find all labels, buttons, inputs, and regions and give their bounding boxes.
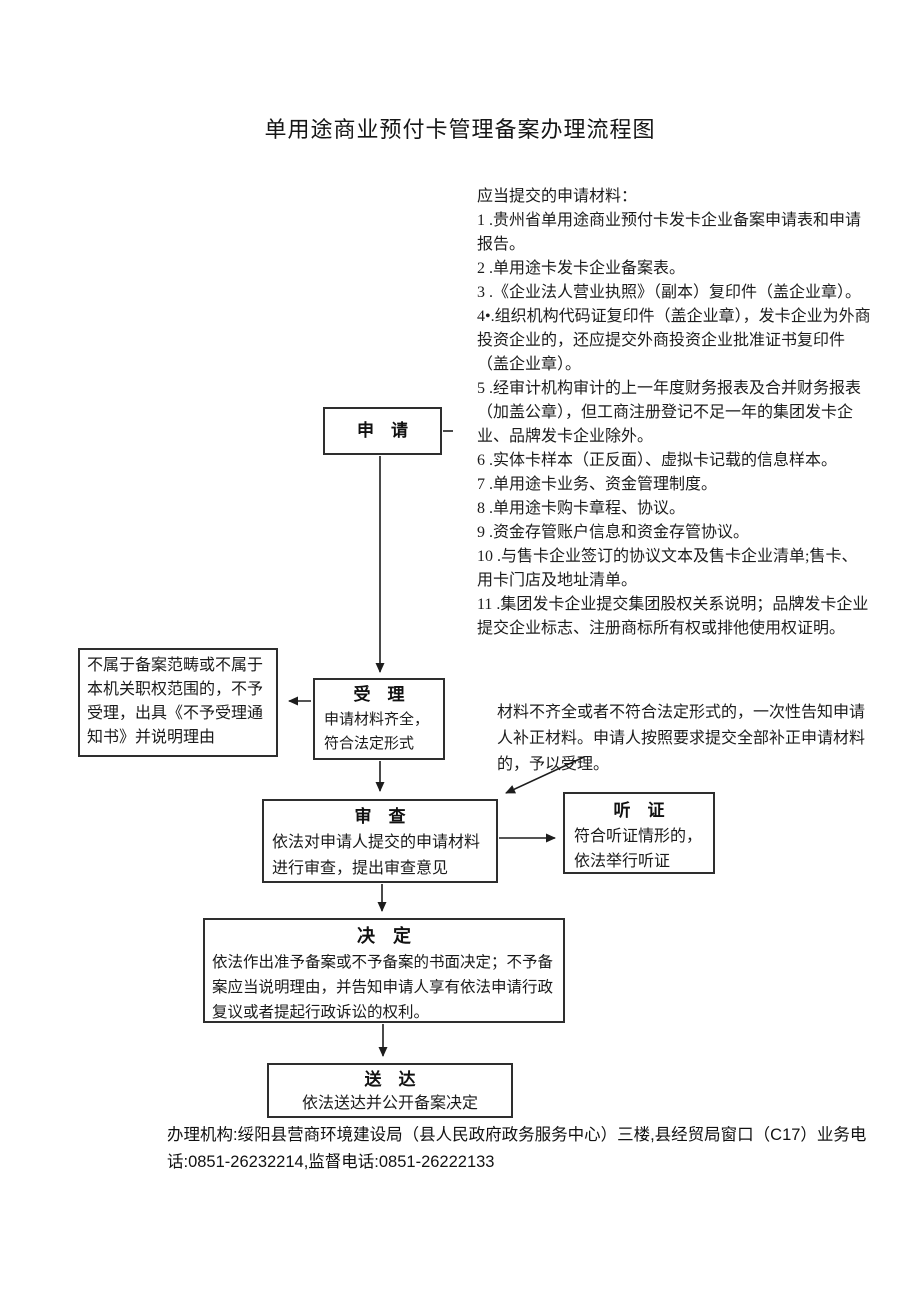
flow-box-hearing-title: 听 证: [613, 801, 665, 820]
supplement-note: 材料不齐全或者不符合法定形式的，一次性告知申请人补正材料。申请人按照要求提交全部…: [497, 704, 866, 773]
materials-item: 9 .资金存管账户信息和资金存管协议。: [477, 524, 750, 541]
flow-box-apply: 申 请: [323, 407, 442, 455]
materials-item: 11 .集团发卡企业提交集团股权关系说明；品牌发卡企业提交企业标志、注册商标所有…: [477, 596, 869, 637]
materials-item: 6 .实体卡样本（正反面）、虚拟卡记载的信息样本。: [477, 452, 838, 469]
flow-box-hearing-body: 符合听证情形的，依法举行听证: [574, 828, 703, 870]
flow-box-delivery: 送 达 依法送达并公开备案决定: [267, 1063, 513, 1118]
agency-contact-info: 办理机构:绥阳县营商环境建设局（县人民政府政务服务中心）三楼,县经贸局窗口（C1…: [167, 1126, 867, 1171]
flow-box-decision-body: 依法作出准予备案或不予备案的书面决定；不予备案应当说明理由，并告知申请人享有依法…: [212, 954, 554, 1021]
flow-box-review-body: 依法对申请人提交的申请材料进行审查，提出审查意见: [272, 834, 481, 877]
flow-box-delivery-title: 送 达: [364, 1070, 416, 1089]
flow-box-hearing: 听 证 符合听证情形的，依法举行听证: [563, 792, 715, 874]
materials-item: 1 .贵州省单用途商业预付卡发卡企业备案申请表和申请报告。: [477, 212, 862, 253]
materials-item: 7 .单用途卡业务、资金管理制度。: [477, 476, 718, 493]
flow-box-review: 审 查 依法对申请人提交的申请材料进行审查，提出审查意见: [262, 799, 498, 883]
flow-box-accept-body: 申请材料齐全，符合法定形式: [324, 712, 430, 752]
flow-box-decision: 决 定 依法作出准予备案或不予备案的书面决定；不予备案应当说明理由，并告知申请人…: [203, 918, 565, 1023]
materials-item: 10 .与售卡企业签订的协议文本及售卡企业清单;售卡、用卡门店及地址清单。: [477, 548, 858, 589]
flow-box-accept-title: 受 理: [353, 685, 405, 704]
page-title: 单用途商业预付卡管理备案办理流程图: [264, 117, 656, 142]
flow-box-apply-title: 申 请: [357, 421, 408, 440]
materials-item: 3 .《企业法人营业执照》（副本）复印件（盖企业章）。: [477, 284, 862, 301]
materials-item: 2 .单用途卡发卡企业备案表。: [477, 260, 686, 277]
materials-heading: 应当提交的申请材料：: [477, 188, 638, 205]
materials-item: 5 .经审计机构审计的上一年度财务报表及合并财务报表（加盖公章），但工商注册登记…: [477, 380, 862, 445]
materials-item: 8 .单用途卡购卡章程、协议。: [477, 500, 686, 517]
flow-box-reject-note: 不属于备案范畴或不属于本机关职权范围的，不予受理，出具《不予受理通知书》并说明理…: [78, 648, 278, 757]
flow-box-delivery-body: 依法送达并公开备案决定: [301, 1095, 478, 1112]
materials-list: 应当提交的申请材料： 1 .贵州省单用途商业预付卡发卡企业备案申请表和申请报告。…: [477, 185, 873, 641]
flow-box-decision-title: 决 定: [357, 926, 411, 946]
flow-box-reject-text: 不属于备案范畴或不属于本机关职权范围的，不予受理，出具《不予受理通知书》并说明理…: [87, 657, 264, 746]
flow-box-accept: 受 理 申请材料齐全，符合法定形式: [313, 678, 445, 760]
flow-box-review-title: 审 查: [354, 807, 406, 826]
materials-item: 4•.组织机构代码证复印件（盖企业章），发卡企业为外商投资企业的，还应提交外商投…: [477, 308, 871, 373]
